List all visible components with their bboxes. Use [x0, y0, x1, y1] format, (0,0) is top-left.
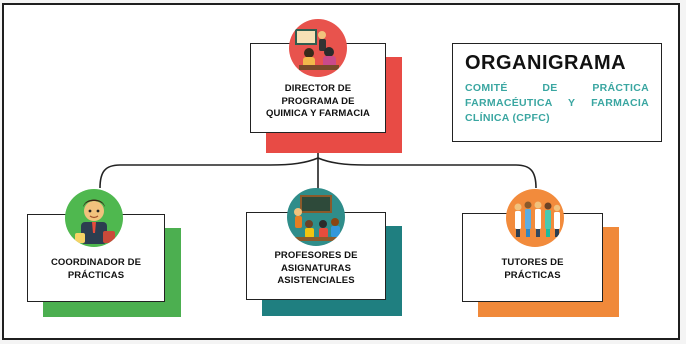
node-director: DIRECTOR DE PROGRAMA DE QUIMICA Y FARMAC… — [250, 19, 402, 154]
connector-left-branch — [99, 157, 319, 189]
tutores-label: TUTORES DE PRÁCTICAS — [501, 256, 564, 281]
organigram-subtitle: COMITÉ DE PRÁCTICA FARMACÉUTICA Y FARMAC… — [465, 82, 649, 125]
classroom-icon — [287, 188, 345, 246]
healthcare-team-icon — [506, 189, 564, 247]
title-panel: ORGANIGRAMA COMITÉ DE PRÁCTICA FARMACÉUT… — [452, 43, 662, 142]
organigram-title: ORGANIGRAMA — [465, 52, 627, 74]
profesores-label: PROFESORES DE ASIGNATURAS ASISTENCIALES — [274, 249, 358, 287]
node-tutores: TUTORES DE PRÁCTICAS — [462, 189, 619, 317]
coordinator-icon — [65, 189, 123, 247]
teacher-class-icon — [289, 19, 347, 77]
coordinador-label: COORDINADOR DE PRÁCTICAS — [50, 257, 142, 281]
node-profesores: PROFESORES DE ASIGNATURAS ASISTENCIALES — [246, 188, 402, 316]
node-coordinador: COORDINADOR DE PRÁCTICAS — [27, 189, 182, 317]
connector-right-branch — [317, 157, 537, 189]
director-label: DIRECTOR DE PROGRAMA DE QUIMICA Y FARMAC… — [265, 82, 371, 120]
